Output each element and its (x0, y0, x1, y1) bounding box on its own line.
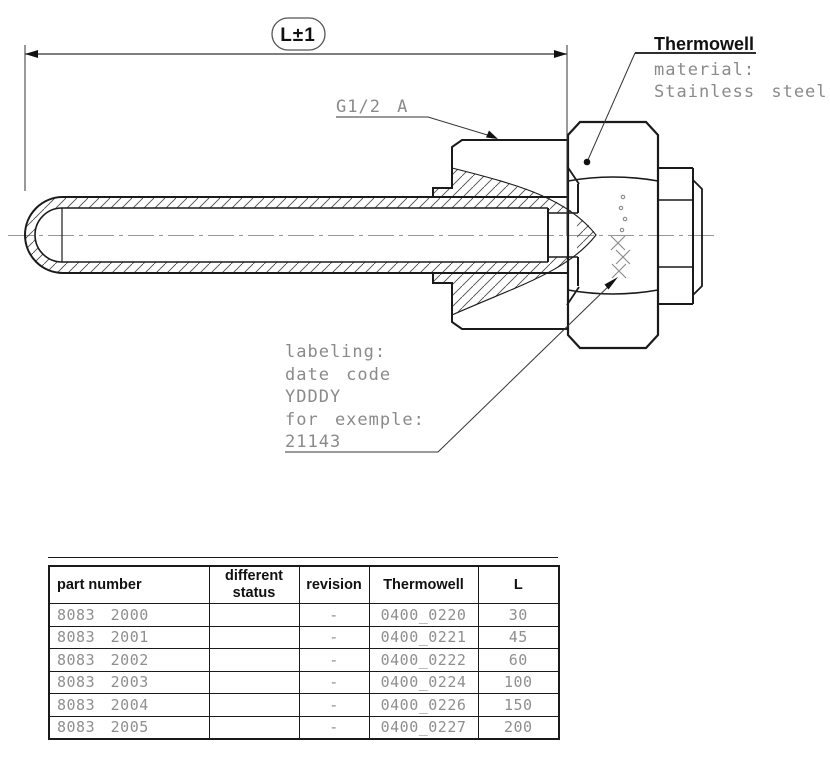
table-cell-part-number: 8083 2001 (48, 625, 210, 649)
labeling-line-1: labeling: (285, 342, 386, 362)
table-cell-different-status (208, 648, 300, 672)
header-part-number: part number (48, 565, 210, 604)
dimension-arrow-left (25, 50, 38, 58)
table-cell-revision: - (298, 715, 370, 740)
thermowell-material-value: Stainless steel (654, 82, 828, 102)
thermowell-material-label: material: (654, 60, 755, 80)
thermowell-drawing: L±1 G1/2 A Thermowell material: Stainles… (8, 17, 828, 453)
table-cell-length: 100 (477, 670, 560, 694)
table-cell-part-number: 8083 2002 (48, 648, 210, 672)
part-table: part number different status revision Th… (48, 565, 560, 740)
threaded-fitting (432, 139, 597, 330)
connector-end (658, 167, 703, 305)
labeling-line-2: date code (285, 365, 391, 385)
table-cell-different-status (208, 603, 300, 627)
table-cell-length: 60 (477, 648, 560, 672)
header-thermowell: Thermowell (368, 565, 479, 604)
table-cell-revision: - (298, 603, 370, 627)
table-cell-length: 200 (477, 715, 560, 740)
table-top-rule (48, 557, 558, 558)
table-cell-different-status (208, 670, 300, 694)
length-dimension: L±1 (24, 17, 568, 236)
table-cell-different-status (208, 693, 300, 717)
table-header-row: part number different status revision Th… (48, 565, 560, 604)
hex-nut (566, 120, 660, 350)
table-cell-different-status (208, 715, 300, 740)
section-hatching (25, 168, 594, 315)
table-cell-part-number: 8083 2005 (48, 715, 210, 740)
part-table-container: part number different status revision Th… (48, 565, 560, 740)
leader-dot (583, 158, 591, 166)
table-cell-thermowell: 0400_0221 (368, 625, 479, 649)
table-cell-part-number: 8083 2003 (48, 670, 210, 694)
table-cell-thermowell: 0400_0220 (368, 603, 479, 627)
table-cell-thermowell: 0400_0227 (368, 715, 479, 740)
table-cell-revision: - (298, 648, 370, 672)
table-cell-part-number: 8083 2000 (48, 603, 210, 627)
table-cell-length: 30 (477, 603, 560, 627)
table-cell-revision: - (298, 693, 370, 717)
table-cell-length: 45 (477, 625, 560, 649)
table-cell-revision: - (298, 670, 370, 694)
labeling-line-5: 21143 (285, 432, 341, 452)
header-different-status: different status (208, 565, 300, 604)
thermowell-callout: Thermowell material: Stainless steel (583, 34, 828, 166)
dimension-text: L±1 (280, 25, 316, 46)
table-cell-thermowell: 0400_0222 (368, 648, 479, 672)
dimension-frame (271, 17, 326, 51)
table-cell-thermowell: 0400_0224 (368, 670, 479, 694)
date-code-marking (610, 194, 631, 279)
leader-arrow (604, 277, 618, 290)
header-length: L (477, 565, 560, 604)
table-cell-different-status (208, 625, 300, 649)
labeling-line-3: YDDDY (285, 387, 341, 407)
table-cell-part-number: 8083 2004 (48, 693, 210, 717)
thread-callout-text: G1/2 A (336, 97, 408, 117)
table-cell-length: 150 (477, 693, 560, 717)
thread-callout: G1/2 A (336, 97, 498, 139)
table-cell-thermowell: 0400_0226 (368, 693, 479, 717)
labeling-callout: labeling: date code YDDDY for exemple: 2… (285, 277, 618, 453)
table-cell-revision: - (298, 625, 370, 649)
header-revision: revision (298, 565, 370, 604)
thermowell-callout-title: Thermowell (654, 34, 754, 54)
leader-arrow (486, 130, 498, 139)
dimension-arrow-right (554, 50, 567, 58)
labeling-line-4: for exemple: (285, 410, 425, 430)
